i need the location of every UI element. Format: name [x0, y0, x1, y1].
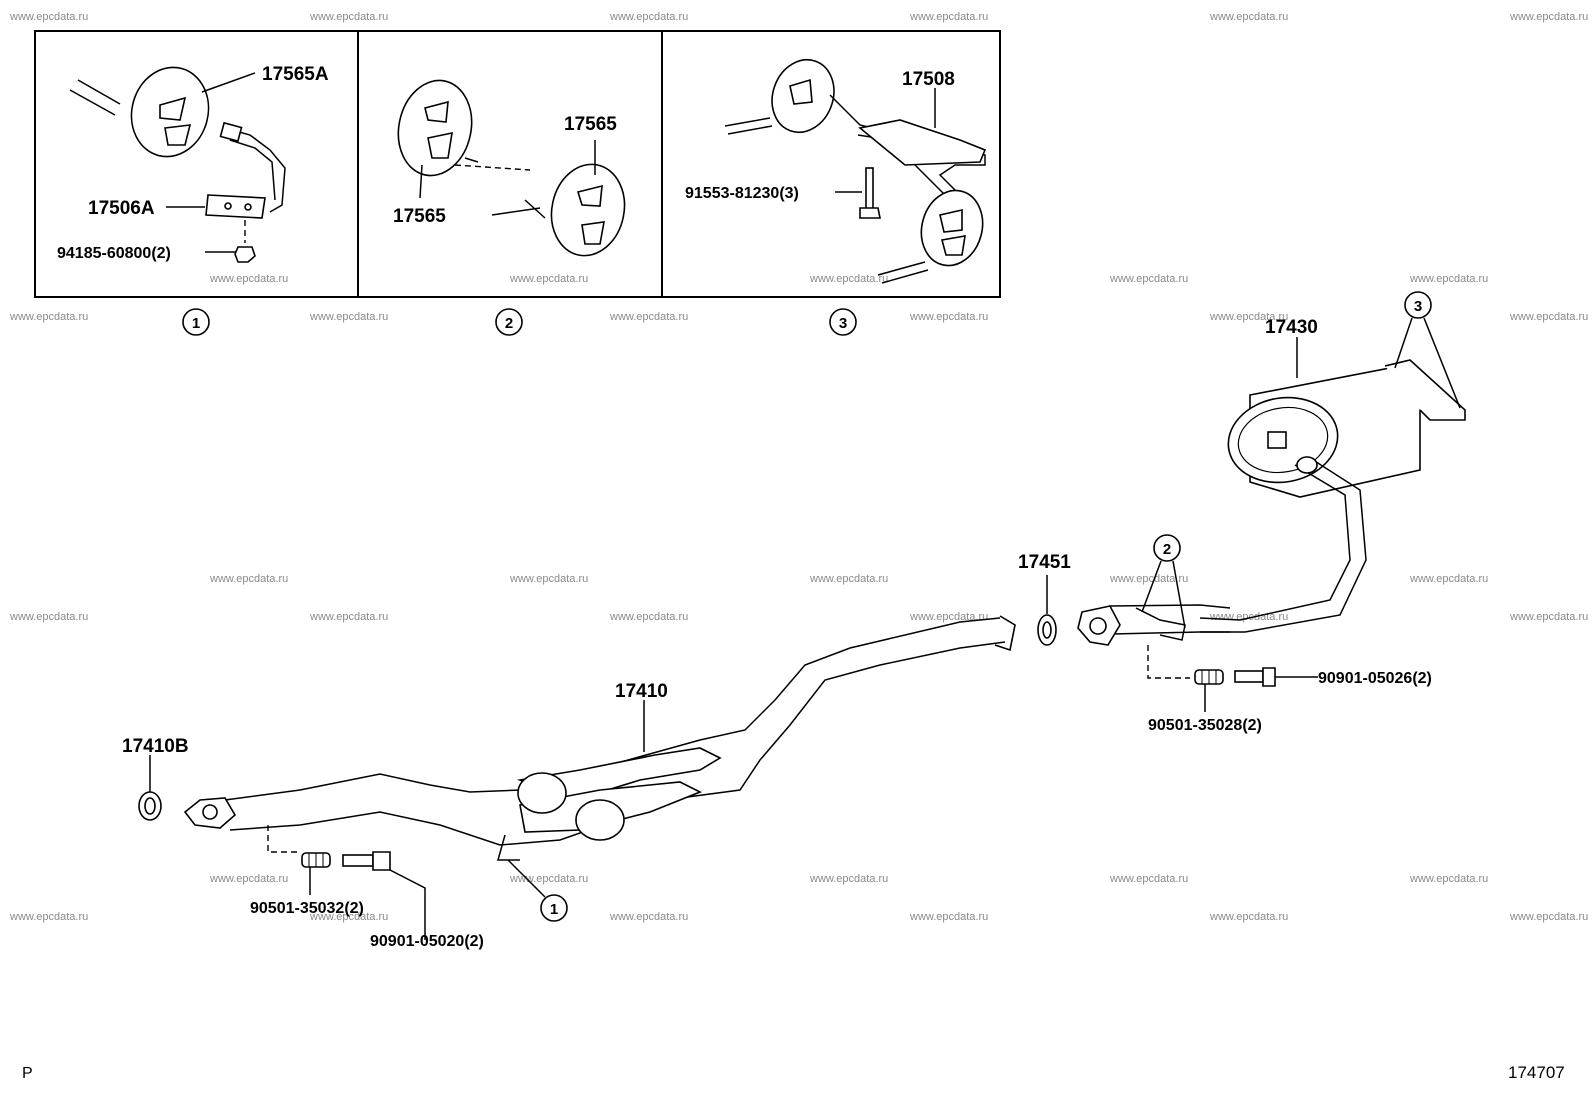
watermark: www.epcdata.ru [909, 11, 988, 23]
assembly-guide [267, 825, 300, 853]
part-label-17430[interactable]: 17430 [1265, 317, 1318, 338]
part-label-17508[interactable]: 17508 [902, 69, 955, 90]
watermark: www.epcdata.ru [1409, 573, 1488, 585]
rubber-hanger-icon [130, 66, 210, 158]
rubber-hanger-icon [397, 79, 473, 177]
part-label-17506A[interactable]: 17506A [88, 198, 155, 219]
part-label-91553-81230[interactable]: 91553-81230(3) [685, 185, 799, 202]
watermark-layer: www.epcdata.ru www.epcdata.ru www.epcdat… [9, 11, 1588, 923]
watermark: www.epcdata.ru [1109, 273, 1188, 285]
watermark: www.epcdata.ru [209, 873, 288, 885]
watermark: www.epcdata.ru [909, 311, 988, 323]
detail-box-2[interactable]: 17565 17565 [390, 74, 633, 263]
watermark: www.epcdata.ru [309, 911, 388, 923]
watermark: www.epcdata.ru [909, 611, 988, 623]
watermark: www.epcdata.ru [1409, 873, 1488, 885]
watermark: www.epcdata.ru [1109, 873, 1188, 885]
callout-number: 1 [192, 315, 200, 332]
footer-left: P [22, 1065, 33, 1082]
watermark: www.epcdata.ru [9, 611, 88, 623]
callout-number: 2 [505, 315, 513, 332]
watermark: www.epcdata.ru [509, 873, 588, 885]
part-label-90501-35032[interactable]: 90501-35032(2) [250, 900, 364, 917]
bracket-icon [858, 119, 987, 166]
watermark: www.epcdata.ru [309, 11, 388, 23]
hanger-bracket-icon [205, 121, 286, 219]
part-label-17451[interactable]: 17451 [1018, 552, 1071, 573]
part-label-90901-05026[interactable]: 90901-05026(2) [1318, 670, 1432, 687]
watermark: www.epcdata.ru [1509, 311, 1588, 323]
watermark: www.epcdata.ru [509, 573, 588, 585]
part-label-17410B[interactable]: 17410B [122, 736, 189, 757]
watermark: www.epcdata.ru [209, 573, 288, 585]
watermark: www.epcdata.ru [809, 573, 888, 585]
gasket-17451[interactable]: 17451 [1018, 552, 1071, 646]
part-label-17410[interactable]: 17410 [615, 681, 668, 702]
watermark: www.epcdata.ru [909, 911, 988, 923]
muffler-assembly[interactable]: 17430 [1199, 317, 1466, 633]
watermark: www.epcdata.ru [609, 11, 688, 23]
watermark: www.epcdata.ru [1209, 11, 1288, 23]
callout-ref-3-main[interactable]: 3 [1394, 291, 1461, 409]
watermark: www.epcdata.ru [1209, 611, 1288, 623]
watermark: www.epcdata.ru [9, 311, 88, 323]
callout-number: 3 [839, 315, 847, 332]
watermark: www.epcdata.ru [1509, 11, 1588, 23]
watermark: www.epcdata.ru [1509, 611, 1588, 623]
watermark: www.epcdata.ru [1209, 311, 1288, 323]
bolt-icon [1234, 667, 1276, 687]
watermark: www.epcdata.ru [809, 873, 888, 885]
part-label-94185-60800[interactable]: 94185-60800(2) [57, 245, 171, 262]
watermark: www.epcdata.ru [1509, 911, 1588, 923]
assembly-guide [1147, 645, 1190, 679]
rubber-hanger-icon [920, 189, 984, 267]
callout-ref-1[interactable]: 1 [182, 308, 210, 336]
watermark: www.epcdata.ru [809, 273, 888, 285]
watermark: www.epcdata.ru [309, 311, 388, 323]
watermark: www.epcdata.ru [609, 611, 688, 623]
rubber-hanger-icon [550, 163, 626, 257]
rubber-hanger-icon [771, 58, 835, 134]
callout-ref-2[interactable]: 2 [495, 308, 523, 336]
callout-number: 3 [1414, 298, 1422, 315]
bolt-icon [342, 851, 391, 871]
detail-panel: 17565A 17506A 94185-60800(2) [34, 30, 1001, 298]
watermark: www.epcdata.ru [209, 273, 288, 285]
watermark: www.epcdata.ru [1409, 273, 1488, 285]
watermark: www.epcdata.ru [309, 611, 388, 623]
watermark: www.epcdata.ru [609, 911, 688, 923]
bolt-icon [859, 167, 881, 219]
part-label-90501-35028[interactable]: 90501-35028(2) [1148, 717, 1262, 734]
watermark: www.epcdata.ru [9, 11, 88, 23]
gasket-17410B[interactable]: 17410B [122, 736, 189, 821]
callout-ref-3[interactable]: 3 [829, 308, 857, 336]
part-label-17565A[interactable]: 17565A [262, 64, 329, 85]
detail-box-1[interactable]: 17565A 17506A 94185-60800(2) [57, 59, 329, 263]
footer-diagram-id: 174707 [1508, 1063, 1565, 1082]
detail-box-3[interactable]: 17508 91553-81230(3) [685, 51, 991, 284]
nut-icon [234, 246, 256, 263]
spring-icon [301, 852, 331, 868]
callout-ref-2-main[interactable]: 2 [1141, 534, 1186, 629]
watermark: www.epcdata.ru [609, 311, 688, 323]
part-label-17565-upper[interactable]: 17565 [564, 114, 617, 135]
callout-number: 1 [550, 901, 558, 918]
tailpipe-flange[interactable] [1077, 604, 1231, 646]
callout-ref-1-main[interactable]: 1 [507, 859, 568, 922]
part-label-90901-05020[interactable]: 90901-05020(2) [370, 933, 484, 950]
spring-icon [1194, 669, 1224, 685]
watermark: www.epcdata.ru [1209, 911, 1288, 923]
watermark: www.epcdata.ru [9, 911, 88, 923]
watermark: www.epcdata.ru [509, 273, 588, 285]
callout-number: 2 [1163, 541, 1171, 558]
part-label-17565-lower[interactable]: 17565 [393, 206, 446, 227]
watermark: www.epcdata.ru [1109, 573, 1188, 585]
front-pipe-17410[interactable]: 17410 [183, 615, 1016, 861]
